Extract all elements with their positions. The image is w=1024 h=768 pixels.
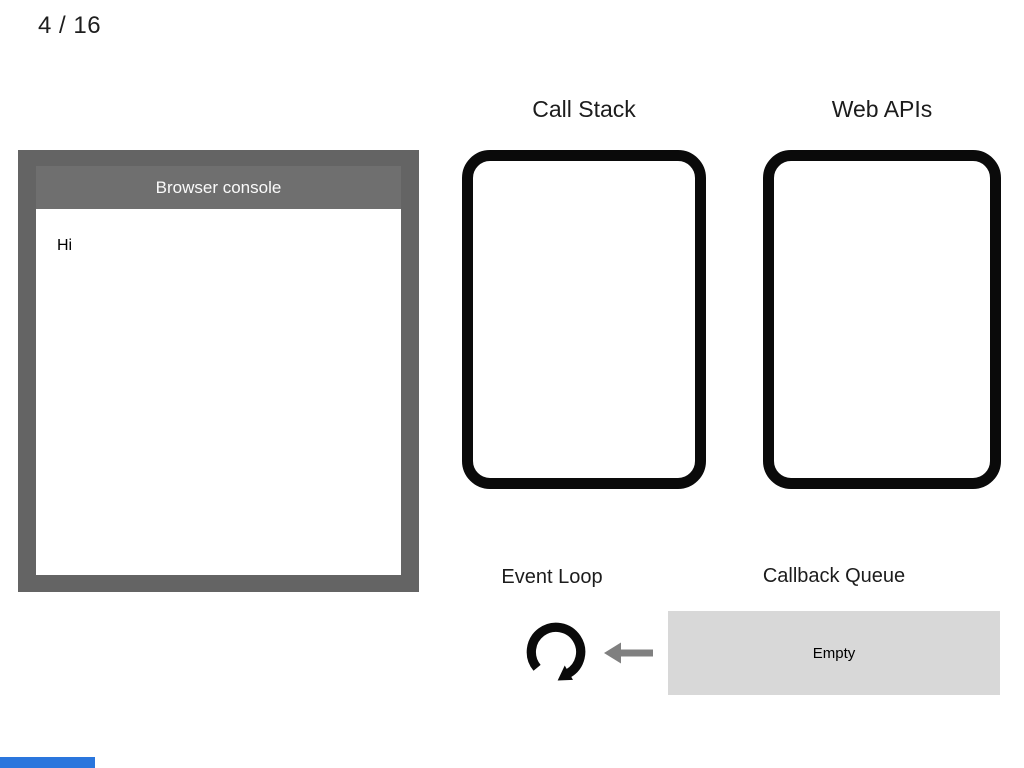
web-apis-title: Web APIs bbox=[831, 96, 933, 122]
callback-queue-box: Empty bbox=[668, 611, 1000, 695]
call-stack-box bbox=[462, 150, 706, 489]
callback-queue-label: Callback Queue bbox=[762, 565, 906, 587]
console-log-line: Hi bbox=[57, 237, 73, 254]
browser-console-titlebar: Browser console bbox=[36, 166, 401, 209]
clockwise-loop-arrow-icon bbox=[526, 622, 586, 681]
call-stack-title: Call Stack bbox=[532, 96, 636, 122]
callback-queue-status: Empty bbox=[812, 644, 856, 662]
event-loop-label: Event Loop bbox=[501, 566, 603, 588]
browser-console-panel: Browser console Hi bbox=[18, 150, 419, 592]
web-apis-box bbox=[763, 150, 1001, 489]
slide-progress-bar bbox=[0, 757, 95, 768]
slide-page-indicator: 4 / 16 bbox=[38, 12, 102, 39]
browser-console-title: Browser console bbox=[155, 177, 282, 197]
left-arrow-icon bbox=[604, 642, 653, 664]
browser-console-output: Hi bbox=[36, 209, 401, 575]
